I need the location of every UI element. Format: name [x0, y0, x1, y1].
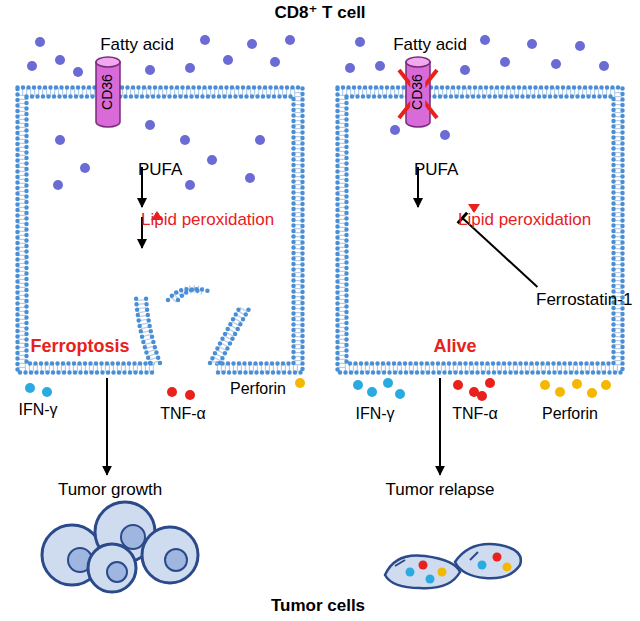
process-label: PUFA [138, 160, 146, 164]
molecule-dot [35, 37, 45, 47]
molecule-dot [527, 39, 537, 49]
cytokine-label: Perforin [230, 379, 286, 398]
cytokine-label: Perforin [542, 404, 598, 423]
molecule-dot [480, 35, 490, 45]
molecule-dot [73, 67, 83, 77]
molecule-dot [145, 120, 155, 130]
molecule-dot [555, 387, 565, 397]
node-text: CD36 [410, 73, 425, 111]
molecule-dot [477, 391, 487, 401]
molecule-dot [180, 135, 190, 145]
molecule-label: Fatty acid [393, 35, 467, 55]
title: CD8⁺ T cell [274, 3, 365, 23]
node-text: Ferroptosis [30, 336, 129, 358]
molecule-label: Fatty acid [100, 35, 174, 55]
node-text: Tumor growth [58, 480, 162, 499]
node-text: Tumor relapse [386, 480, 495, 499]
cd36-receptor: CD36 [405, 56, 431, 128]
cytokine-label: IFN-γ [355, 404, 394, 423]
process-label: Ferrostatin-1 [536, 290, 544, 294]
molecule-dot [80, 163, 90, 173]
cell-membrane [335, 85, 625, 375]
flow-arrow [106, 378, 108, 475]
cytokine-label: TNF-α [160, 404, 206, 423]
process-label: Lipid peroxidation [141, 210, 149, 214]
molecule-dot [42, 387, 52, 397]
molecule-dot [223, 55, 233, 65]
molecule-dot [185, 63, 195, 73]
tumor-cluster [42, 502, 198, 592]
molecule-dot [145, 65, 155, 75]
dying-tumor-cells [385, 544, 521, 588]
molecule-dot [245, 173, 255, 183]
membrane-fragment [168, 289, 208, 300]
process-label: PUFA [414, 160, 422, 164]
t-cell: AliveCD36PUFALipid peroxidationFerrostat… [335, 85, 625, 375]
molecule-dot [601, 380, 611, 390]
process-label: Tumor growth [54, 478, 166, 502]
molecule-dot [345, 63, 355, 73]
cd36-receptor: CD36 [95, 56, 121, 128]
node-text: Lipid peroxidation [141, 210, 274, 230]
molecule-dot [27, 61, 37, 71]
molecule-dot [207, 155, 217, 165]
process-label: Lipid peroxidation [458, 210, 466, 214]
molecule-dot [485, 378, 495, 388]
molecule-dot [285, 35, 295, 45]
molecule-dot [200, 35, 210, 45]
molecule-dot [247, 39, 257, 49]
molecule-dot [295, 378, 305, 388]
molecule-dot [390, 125, 400, 135]
molecule-dot [460, 65, 470, 75]
cytokine-label: TNF-α [452, 404, 498, 423]
molecule-dot [453, 380, 463, 390]
molecule-dot [55, 55, 65, 65]
cell-membrane [15, 85, 305, 375]
molecule-dot [540, 380, 550, 390]
molecule-dot [572, 379, 582, 389]
molecule-dot [355, 37, 365, 47]
node-text: PUFA [138, 160, 182, 180]
molecule-dot [599, 61, 609, 71]
molecule-dot [440, 130, 450, 140]
node-text: CD36 [100, 73, 115, 111]
t-cell: FerroptosisCD36PUFALipid peroxidation [15, 85, 305, 375]
node-text: Alive [433, 336, 476, 358]
molecule-dot [587, 388, 597, 398]
cytokine-label: IFN-γ [18, 400, 57, 419]
molecule-dot [25, 383, 35, 393]
membrane-fragment [136, 297, 160, 363]
node-text: Lipid peroxidation [458, 210, 591, 230]
node-text: Ferrostatin-1 [536, 290, 632, 310]
molecule-dot [167, 387, 177, 397]
process-label: Tumor relapse [382, 478, 499, 502]
molecule-dot [185, 180, 195, 190]
molecule-dot [551, 59, 561, 69]
molecule-dot [575, 41, 585, 51]
lipid-bilayer [338, 88, 623, 373]
membrane-fragment [210, 307, 250, 363]
molecule-dot [53, 180, 63, 190]
molecule-dot [383, 378, 393, 388]
molecule-dot [255, 135, 265, 145]
molecule-dot [500, 57, 510, 67]
knockout-cross [399, 70, 437, 118]
molecule-dot [270, 57, 280, 67]
node-text: PUFA [414, 160, 458, 180]
group-label: Tumor cells [271, 596, 365, 616]
lipid-bilayer [18, 88, 303, 378]
process-arrows [142, 204, 480, 248]
molecule-dot [375, 61, 385, 71]
molecule-dot [367, 387, 377, 397]
molecule-dot [185, 390, 195, 400]
flow-arrow [439, 378, 441, 475]
molecule-dot [395, 389, 405, 399]
molecule-dot [55, 135, 65, 145]
molecule-dot [353, 380, 363, 390]
